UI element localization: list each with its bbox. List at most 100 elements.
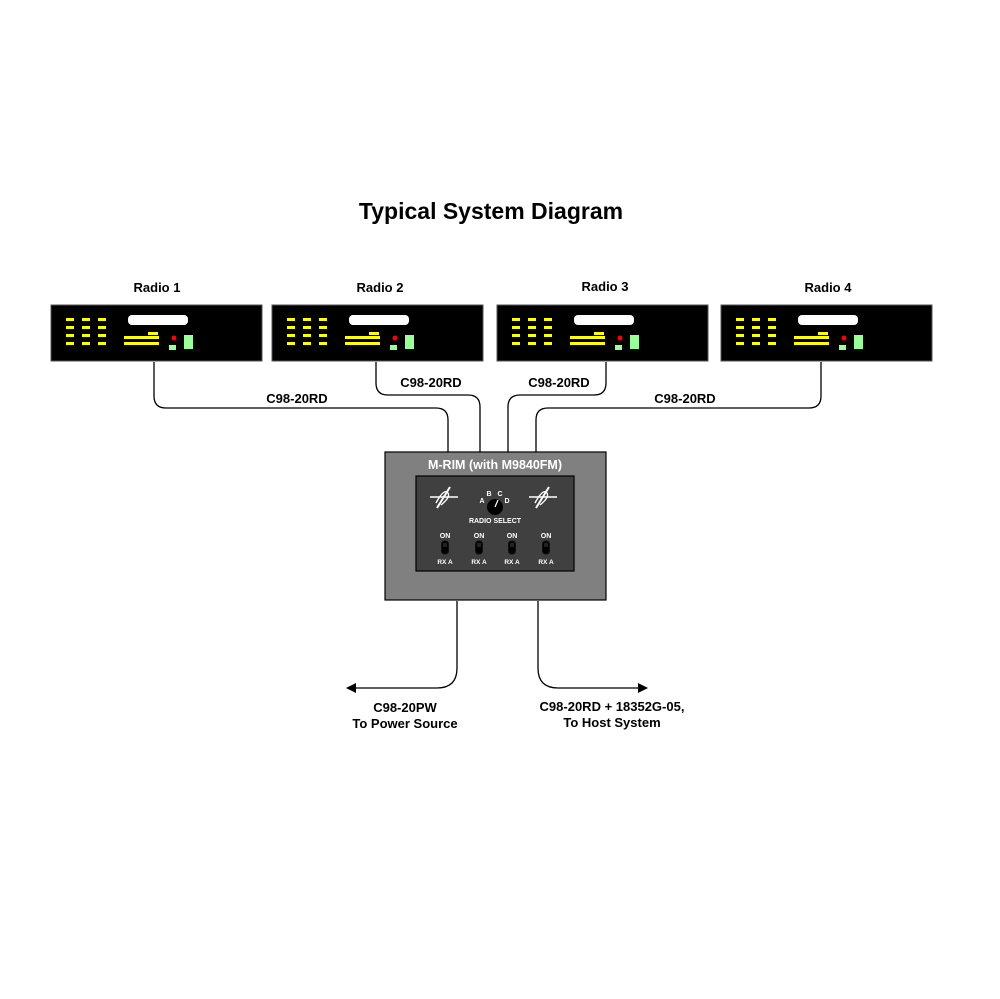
radio-1 (50, 304, 263, 362)
led-indicator (736, 318, 744, 321)
led-indicator (768, 342, 776, 345)
led-indicator (528, 318, 536, 321)
led-indicator (528, 334, 536, 337)
meter-bar (794, 342, 829, 345)
radio-3 (496, 304, 709, 362)
green-led (169, 345, 176, 350)
radio-display (574, 315, 634, 325)
cable-radio-3 (507, 362, 607, 453)
led-indicator (544, 326, 552, 329)
meter-bar (570, 336, 605, 339)
led-indicator (303, 334, 311, 337)
led-indicator (303, 318, 311, 321)
mrim-unit: M-RIM (with M9840FM) A B C D RADIO SELEC… (384, 451, 607, 601)
led-indicator (752, 326, 760, 329)
switch-on-label: ON (541, 533, 552, 540)
led-indicator (98, 342, 106, 345)
led-indicator (736, 334, 744, 337)
led-indicator (752, 342, 760, 345)
host-destination-label: To Host System (563, 715, 660, 730)
led-indicator (736, 342, 744, 345)
radio-select-knob[interactable] (487, 499, 503, 515)
led-indicator (66, 334, 74, 337)
knob-position-c: C (497, 491, 502, 498)
meter-bar (124, 342, 159, 345)
switch-rx-label: RX A (471, 559, 487, 566)
green-led (390, 345, 397, 350)
knob-position-d: D (504, 498, 509, 505)
led-indicator (768, 326, 776, 329)
radio-4 (720, 304, 933, 362)
cable-radio-1 (153, 362, 449, 453)
mrim-title: M-RIM (with M9840FM) (428, 458, 562, 472)
cable-label-radio-2: C98-20RD (400, 375, 461, 390)
meter-bar (570, 342, 605, 345)
led-indicator (66, 342, 74, 345)
switch-on-label: ON (440, 533, 451, 540)
host-cable-label: C98-20RD + 18352G-05, (540, 699, 685, 714)
diagram-title: Typical System Diagram (359, 198, 623, 224)
toggle-switch[interactable] (508, 540, 516, 555)
red-led (171, 335, 177, 341)
radio-1-label: Radio 1 (134, 280, 181, 295)
red-led (617, 335, 623, 341)
meter-bar (794, 336, 829, 339)
led-indicator (512, 318, 520, 321)
knob-position-a: A (479, 498, 484, 505)
toggle-switch[interactable] (475, 540, 483, 555)
meter-bar (818, 332, 828, 335)
status-block (630, 335, 639, 349)
led-indicator (544, 318, 552, 321)
power-cable-label: C98-20PW (373, 700, 437, 715)
power-destination-label: To Power Source (352, 716, 457, 731)
green-led (615, 345, 622, 350)
radio-2 (271, 304, 484, 362)
status-block (184, 335, 193, 349)
led-indicator (319, 326, 327, 329)
status-block (405, 335, 414, 349)
led-indicator (82, 334, 90, 337)
radio-4-label: Radio 4 (805, 280, 853, 295)
toggle-switch[interactable] (441, 540, 449, 555)
led-indicator (512, 342, 520, 345)
led-indicator (528, 342, 536, 345)
switch-rx-label: RX A (437, 559, 453, 566)
red-led (841, 335, 847, 341)
green-led (839, 345, 846, 350)
led-indicator (544, 334, 552, 337)
radio-select-label: RADIO SELECT (469, 518, 522, 525)
connector-left-icon (430, 486, 458, 509)
led-indicator (98, 318, 106, 321)
toggle-lever (477, 543, 481, 547)
led-indicator (82, 326, 90, 329)
cable-radio-4 (535, 362, 822, 453)
radio-2-label: Radio 2 (357, 280, 404, 295)
led-indicator (287, 326, 295, 329)
cable-radio-2 (375, 362, 481, 453)
meter-bar (148, 332, 158, 335)
led-indicator (319, 342, 327, 345)
led-indicator (752, 334, 760, 337)
led-indicator (303, 342, 311, 345)
mrim-faceplate (415, 475, 575, 572)
meter-bar (124, 336, 159, 339)
radio-3-label: Radio 3 (582, 279, 629, 294)
led-indicator (98, 326, 106, 329)
meter-bar (369, 332, 379, 335)
led-indicator (768, 334, 776, 337)
red-led (392, 335, 398, 341)
cable-host (537, 601, 648, 693)
toggle-lever (544, 543, 548, 547)
toggle-switch[interactable] (542, 540, 550, 555)
cable-power (346, 601, 458, 693)
meter-bar (345, 342, 380, 345)
led-indicator (752, 318, 760, 321)
led-indicator (287, 342, 295, 345)
switch-rx-label: RX A (538, 559, 554, 566)
connector-right-icon (529, 486, 557, 509)
led-indicator (319, 334, 327, 337)
led-indicator (82, 318, 90, 321)
toggle-lever (443, 543, 447, 547)
